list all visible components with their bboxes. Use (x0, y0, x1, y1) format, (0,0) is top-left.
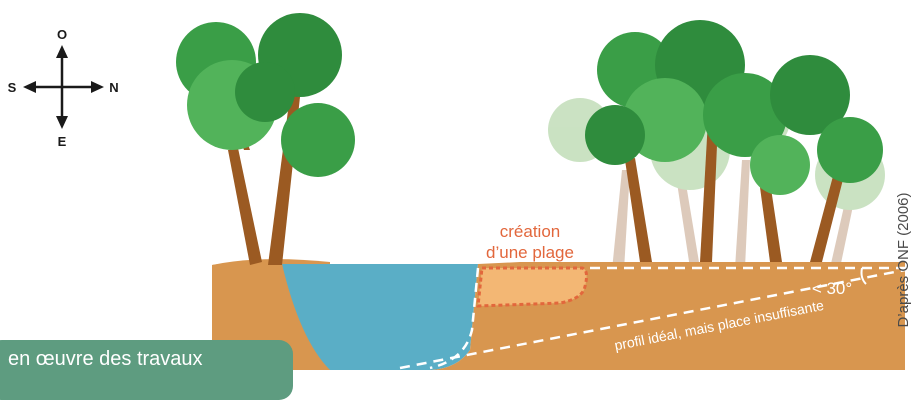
beach-callout-line1: création (500, 222, 560, 241)
compass-north-label: O (57, 27, 67, 42)
caption-text: en œuvre des travaux (8, 348, 203, 370)
river-water (282, 264, 478, 370)
ideal-profile-line (399, 268, 906, 370)
compass: O E S N (8, 27, 119, 149)
angle-label: < 30° (812, 279, 852, 298)
arrow-up-icon (56, 45, 68, 58)
current-profile-line (429, 267, 480, 370)
beach-area (476, 266, 589, 308)
arrow-left-icon (23, 81, 36, 93)
angle-arc (860, 267, 867, 285)
arrow-down-icon (56, 116, 68, 129)
arrow-right-icon (91, 81, 104, 93)
compass-west-label: S (8, 80, 17, 95)
compass-south-label: E (58, 134, 67, 149)
caption-banner: en œuvre des travaux (0, 340, 293, 400)
left-tree (176, 13, 355, 265)
source-credit: D’après ONF (2006) (895, 192, 912, 327)
compass-east-label: N (109, 80, 118, 95)
right-trees (585, 20, 883, 262)
beach-callout-line2: d’une plage (486, 243, 574, 262)
riverbank-diagram: O E S N création d’une plage < 30° profi… (8, 13, 912, 370)
